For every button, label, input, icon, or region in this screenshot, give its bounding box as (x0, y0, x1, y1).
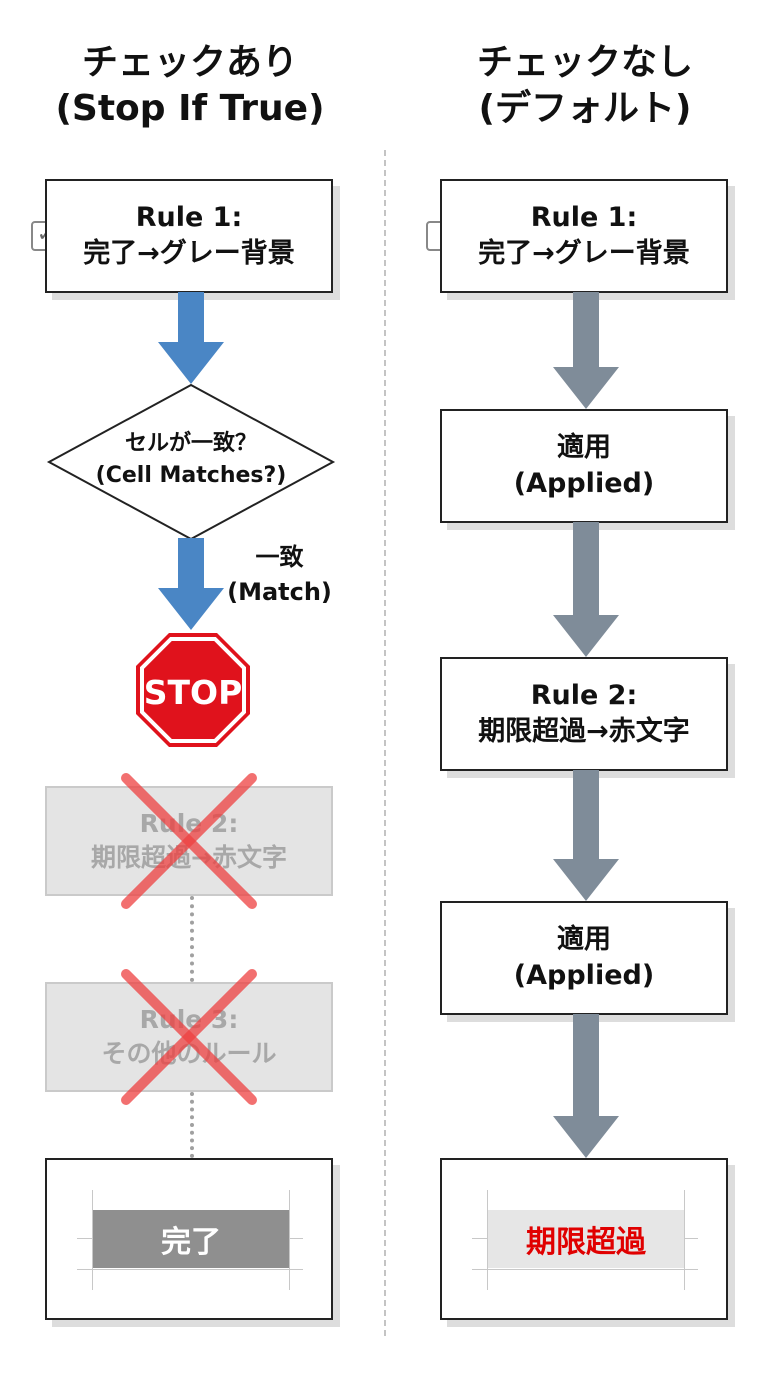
right-result-preview: 期限超過 (440, 1158, 728, 1320)
gray-arrow-shape (553, 1014, 619, 1158)
right-arrow-4 (553, 1014, 619, 1158)
right-column-title: チェックなし (デフォルト) (420, 40, 750, 132)
column-divider (384, 150, 386, 1336)
result-cell-overdue: 期限超過 (488, 1210, 684, 1268)
right-rule1-box: Rule 1: 完了→グレー背景 (440, 179, 728, 293)
left-title-line2: (Stop If True) (55, 88, 325, 129)
right-title-line2: (デフォルト) (478, 88, 692, 129)
right-rule1-title: Rule 1: (530, 202, 638, 233)
right-applied2-line2: (Applied) (513, 960, 655, 991)
gray-arrow-shape (553, 522, 619, 657)
gray-arrow-shape (553, 770, 619, 901)
right-rule1-desc: 完了→グレー背景 (478, 238, 690, 269)
crop-line (289, 1190, 290, 1290)
right-applied1-box: 適用 (Applied) (440, 409, 728, 523)
left-arrow-2 (158, 538, 224, 630)
right-rule2-title: Rule 2: (530, 680, 638, 711)
left-arrow-1 (158, 292, 224, 384)
right-title-line1: チェックなし (476, 42, 693, 83)
left-result-preview: 完了 (45, 1158, 333, 1320)
match-label: 一致 (Match) (222, 540, 337, 610)
right-applied2-box: 適用 (Applied) (440, 901, 728, 1015)
left-title-line1: チェックあり (81, 42, 298, 83)
blue-arrow-shape (158, 538, 224, 630)
decision-line2: (Cell Matches?) (95, 463, 287, 488)
crop-line (472, 1269, 698, 1270)
crop-line (77, 1269, 303, 1270)
right-arrow-3 (553, 770, 619, 901)
right-arrow-1 (553, 292, 619, 409)
left-column-title: チェックあり (Stop If True) (25, 40, 355, 132)
right-applied1-line1: 適用 (557, 432, 611, 463)
gray-arrow-shape (553, 292, 619, 409)
left-rule3-cross-icon (121, 969, 257, 1105)
crop-line (487, 1190, 488, 1290)
result-cell-gray: 完了 (93, 1210, 289, 1268)
right-applied2-line1: 適用 (557, 924, 611, 955)
stop-sign-icon: STOP (136, 633, 250, 747)
decision-text: セルが一致？ (Cell Matches?) (48, 420, 334, 500)
left-rule1-box: Rule 1: 完了→グレー背景 (45, 179, 333, 293)
right-rule2-box: Rule 2: 期限超過→赤文字 (440, 657, 728, 771)
decision-line1: セルが一致？ (124, 431, 257, 456)
left-dotted-connector-1 (190, 896, 194, 982)
crop-line (684, 1190, 685, 1290)
blue-arrow-shape (158, 292, 224, 384)
right-rule2-desc: 期限超過→赤文字 (478, 716, 690, 747)
right-applied1-line2: (Applied) (513, 468, 655, 499)
left-rule1-title: Rule 1: (135, 202, 243, 233)
match-line2: (Match) (227, 578, 332, 606)
left-rule1-desc: 完了→グレー背景 (83, 238, 295, 269)
match-line1: 一致 (255, 543, 304, 571)
left-rule2-cross-icon (121, 773, 257, 909)
left-dotted-connector-2 (190, 1092, 194, 1158)
stop-label: STOP (144, 673, 243, 712)
right-arrow-2 (553, 522, 619, 657)
crop-line (92, 1190, 93, 1290)
